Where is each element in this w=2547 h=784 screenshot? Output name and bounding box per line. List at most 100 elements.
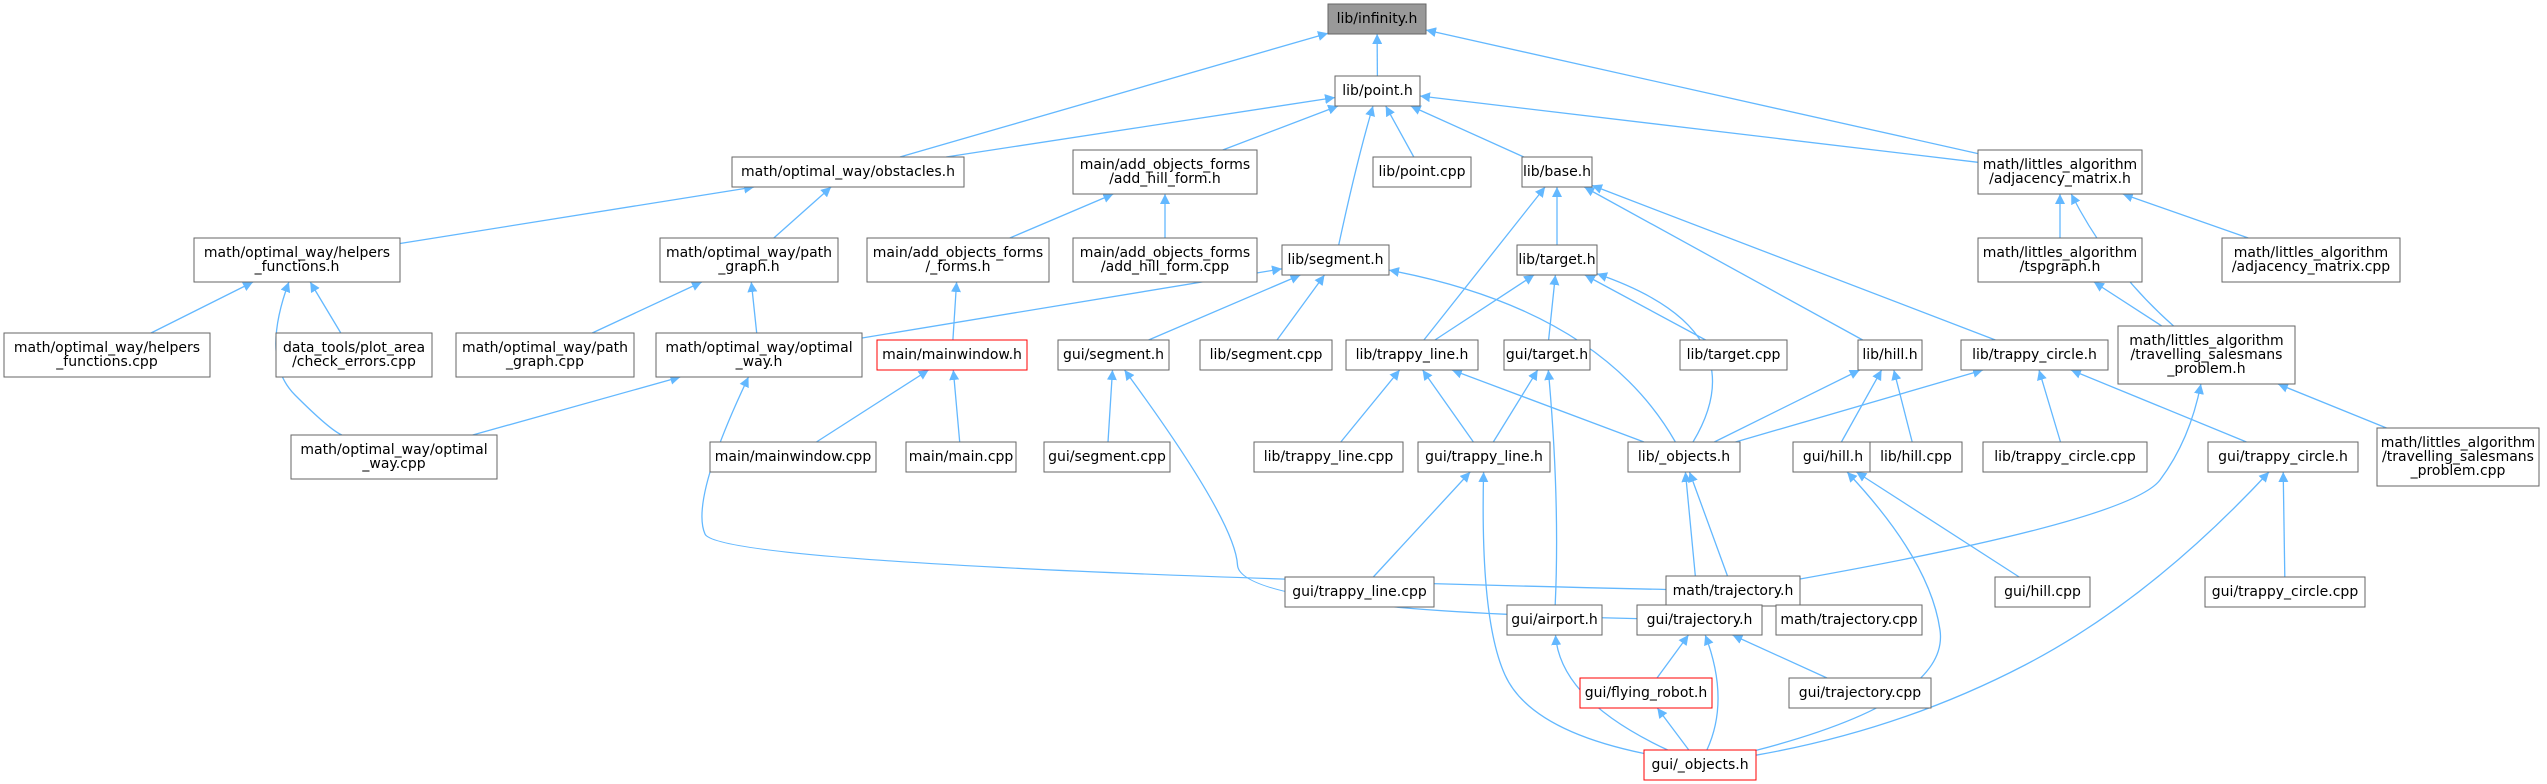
graph-node-base[interactable]: lib/base.h [1521, 156, 1593, 188]
node-box [1994, 576, 2091, 608]
graph-node-forms-h[interactable]: main/add_objects_forms/_forms.h [866, 237, 1050, 283]
graph-node-adj-cpp[interactable]: math/littles_algorithm/adjacency_matrix.… [2221, 237, 2401, 283]
node-label-line: _graph.cpp [505, 354, 584, 370]
graph-node-obstacles[interactable]: math/optimal_way/obstacles.h [731, 156, 965, 188]
graph-node-add-hill-form-cpp[interactable]: main/add_objects_forms/add_hill_form.cpp [1072, 237, 1258, 283]
node-label-line: lib/target.cpp [1687, 347, 1781, 363]
edge-base-includes-point [1410, 105, 1525, 158]
graph-node-flying-robot-h[interactable]: gui/flying_robot.h [1579, 677, 1713, 709]
node-label-line: _problem.h [2166, 361, 2245, 377]
node-label-line: /check_errors.cpp [292, 354, 416, 370]
graph-node-check-errors[interactable]: data_tools/plot_area/check_errors.cpp [275, 332, 433, 378]
node-box [1516, 244, 1598, 276]
graph-node-gui-trappy-circle-h[interactable]: gui/trappy_circle.h [2207, 441, 2359, 473]
graph-node-math-trajectory-h[interactable]: math/trajectory.h [1665, 575, 1801, 607]
graph-node-mainwindow-cpp[interactable]: main/mainwindow.cpp [709, 441, 877, 473]
graph-node-gui-trappy-circle-cpp[interactable]: gui/trappy_circle.cpp [2204, 576, 2366, 608]
node-label-line: gui/airport.h [1511, 612, 1598, 628]
edge-gui_trappy_line_cpp-includes-gui_trappy_line_h [1372, 471, 1471, 578]
graph-node-segment-cpp[interactable]: lib/segment.cpp [1199, 339, 1333, 371]
node-box [455, 332, 635, 378]
node-box [2221, 237, 2401, 283]
graph-node-main-cpp[interactable]: main/main.cpp [905, 441, 1017, 473]
graph-node-infinity[interactable]: lib/infinity.h [1327, 3, 1427, 35]
graph-node-mainwindow-h[interactable]: main/mainwindow.h [876, 339, 1028, 371]
node-label-line: /add_hill_form.cpp [1101, 259, 1229, 275]
graph-node-helpers-cpp[interactable]: math/optimal_way/helpers_functions.cpp [3, 332, 211, 378]
node-label-line: /travelling_salesmans [2382, 449, 2534, 465]
graph-node-tspgraph[interactable]: math/littles_algorithm/tspgraph.h [1977, 237, 2143, 283]
edge-trappy_line_h-includes-base [1423, 186, 1546, 341]
node-label-line: gui/trappy_circle.h [2218, 449, 2348, 465]
node-label-line: _way.cpp [361, 456, 425, 472]
node-label-line: math/littles_algorithm [2129, 333, 2283, 349]
node-label-line: _functions.cpp [55, 354, 158, 370]
graph-node-target[interactable]: lib/target.h [1516, 244, 1598, 276]
graph-node-helpers-h[interactable]: math/optimal_way/helpers_functions.h [193, 237, 401, 283]
node-box [1372, 156, 1472, 188]
graph-node-gui-airport-h[interactable]: gui/airport.h [1506, 604, 1603, 636]
node-box [1982, 441, 2148, 473]
graph-node-gui-segment-cpp[interactable]: gui/segment.cpp [1043, 441, 1171, 473]
graph-node-path-graph-cpp[interactable]: math/optimal_way/path_graph.cpp [455, 332, 635, 378]
edge-gui_trappy_line_h-includes-trappy_line_h [1422, 369, 1474, 443]
graph-node-hill-cpp[interactable]: lib/hill.cpp [1869, 441, 1963, 473]
edge-adj_cpp-includes-adj_h [2122, 192, 2249, 239]
edge-mainwindow_h-includes-forms_h [950, 281, 961, 341]
graph-node-gui-segment-h[interactable]: gui/segment.h [1057, 339, 1170, 371]
graph-node-gui-objects[interactable]: gui/_objects.h [1643, 749, 1757, 781]
node-label-line: /travelling_salesmans [2131, 347, 2283, 363]
graph-node-gui-target-h[interactable]: gui/target.h [1503, 339, 1591, 371]
node-box [905, 441, 1017, 473]
graph-node-point-cpp[interactable]: lib/point.cpp [1372, 156, 1472, 188]
graph-node-point[interactable]: lib/point.h [1334, 75, 1421, 107]
graph-node-gui-trappy-line-cpp[interactable]: gui/trappy_line.cpp [1284, 576, 1435, 608]
edge-forms_h-includes-add_hill_form [1009, 193, 1114, 239]
node-label-line: math/trajectory.h [1673, 583, 1794, 599]
edge-gui_segment_h-includes-segment [1148, 274, 1301, 341]
node-label-line: lib/trappy_circle.h [1972, 347, 2097, 363]
edge-segment_cpp-includes-segment [1276, 274, 1326, 341]
edge-path_graph_h-includes-obstacles [773, 186, 832, 239]
graph-node-path-graph-h[interactable]: math/optimal_way/path_graph.h [659, 237, 839, 283]
graph-node-gui-hill-cpp[interactable]: gui/hill.cpp [1994, 576, 2091, 608]
edge-point_cpp-includes-point [1385, 105, 1415, 158]
node-box [709, 441, 877, 473]
graph-node-gui-hill-h[interactable]: gui/hill.h [1792, 441, 1874, 473]
graph-node-tsp-h[interactable]: math/littles_algorithm/travelling_salesm… [2117, 325, 2296, 385]
edge-trappy_line_h-includes-target [1434, 274, 1535, 341]
edge-add_hill_form-includes-point [1222, 104, 1339, 151]
node-label-line: lib/hill.cpp [1880, 449, 1952, 465]
graph-node-gui-trappy-line-h[interactable]: gui/trappy_line.h [1417, 441, 1551, 473]
graph-node-gui-trajectory-cpp[interactable]: gui/trajectory.cpp [1788, 677, 1932, 709]
graph-node-tsp-cpp[interactable]: math/littles_algorithm/travelling_salesm… [2376, 427, 2540, 487]
edge-math_trajectory_h-includes-optimal_way_h [701, 376, 1667, 591]
graph-node-adj-h[interactable]: math/littles_algorithm/adjacency_matrix.… [1977, 149, 2143, 195]
nodes-layer: lib/infinity.h lib/point.h math/optimal_wa… [3, 3, 2540, 781]
node-box [1643, 749, 1757, 781]
graph-node-trappy-line-h[interactable]: lib/trappy_line.h [1345, 339, 1479, 371]
node-box [1417, 441, 1551, 473]
graph-node-segment[interactable]: lib/segment.h [1281, 244, 1390, 276]
edge-gui_target_h-includes-target [1547, 274, 1560, 341]
graph-node-math-trajectory-cpp[interactable]: math/trajectory.cpp [1775, 604, 1923, 636]
graph-node-add-hill-form[interactable]: main/add_objects_forms/add_hill_form.h [1072, 149, 1258, 195]
graph-node-hill-h[interactable]: lib/hill.h [1857, 339, 1923, 371]
graph-node-trappy-circle-h[interactable]: lib/trappy_circle.h [1960, 339, 2109, 371]
graph-node-optimal-way-cpp[interactable]: math/optimal_way/optimal_way.cpp [290, 434, 498, 480]
node-label-line: /adjacency_matrix.cpp [2232, 259, 2390, 275]
graph-node-target-cpp[interactable]: lib/target.cpp [1679, 339, 1788, 371]
node-box [1775, 604, 1923, 636]
node-label-line: math/optimal_way/path [462, 340, 628, 356]
node-label-line: main/main.cpp [909, 449, 1014, 465]
node-label-line: gui/trappy_line.cpp [1292, 584, 1427, 600]
node-box [1334, 75, 1421, 107]
graph-node-trappy-line-cpp[interactable]: lib/trappy_line.cpp [1253, 441, 1404, 473]
edge-obstacles-includes-infinity [899, 31, 1329, 158]
graph-node-optimal-way-h[interactable]: math/optimal_way/optimal_way.h [655, 332, 863, 378]
graph-node-lib-objects[interactable]: lib/_objects.h [1627, 441, 1741, 473]
graph-node-trappy-circle-cpp[interactable]: lib/trappy_circle.cpp [1982, 441, 2148, 473]
edge-adj_h-includes-point [1419, 92, 1979, 163]
graph-node-gui-trajectory-h[interactable]: gui/trajectory.h [1636, 604, 1763, 636]
node-label-line: /tspgraph.h [2020, 259, 2101, 275]
